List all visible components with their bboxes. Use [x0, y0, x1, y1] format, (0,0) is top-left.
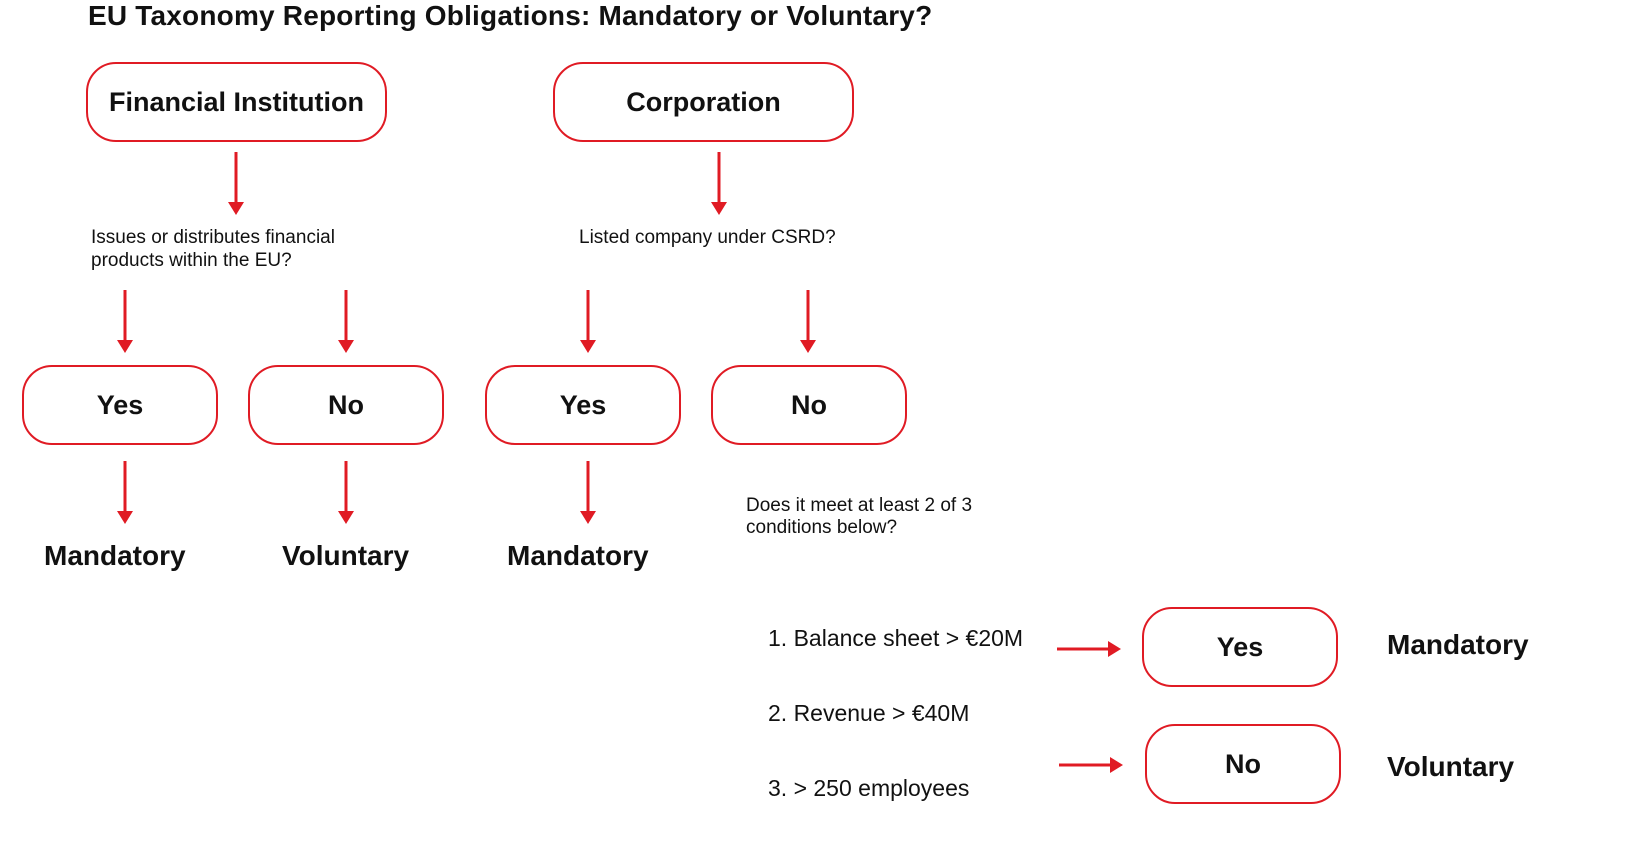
- arrow-conditions-to-yes: [1057, 641, 1121, 657]
- corporation-no-box: No: [711, 365, 907, 445]
- conditions-no-box: No: [1145, 724, 1341, 804]
- arrow-corporation-question-to-no: [800, 290, 816, 353]
- conditions-no-outcome: Voluntary: [1387, 751, 1515, 782]
- conditions-yes-box: Yes: [1142, 607, 1338, 687]
- corporation-box: Corporation: [553, 62, 854, 142]
- financial-question-line-1: Issues or distributes financial: [91, 227, 335, 248]
- financial-question: Issues or distributes financial products…: [91, 226, 335, 272]
- diagram-title: EU Taxonomy Reporting Obligations: Manda…: [88, 0, 933, 31]
- arrow-financial-to-question: [228, 152, 244, 215]
- financial-no-box: No: [248, 365, 444, 445]
- financial-yes-outcome: Mandatory: [44, 540, 186, 571]
- arrow-conditions-to-no: [1059, 757, 1123, 773]
- financial-institution-box: Financial Institution: [86, 62, 387, 142]
- arrow-corporation-to-question: [711, 152, 727, 215]
- condition-employees: 3. > 250 employees: [768, 775, 970, 801]
- conditions-question: Does it meet at least 2 of 3 conditions …: [746, 495, 972, 539]
- arrow-financial-no-to-outcome: [338, 461, 354, 524]
- corporation-yes-outcome: Mandatory: [507, 540, 649, 571]
- corporation-yes-box: Yes: [485, 365, 681, 445]
- arrow-financial-question-to-yes: [117, 290, 133, 353]
- arrow-financial-yes-to-outcome: [117, 461, 133, 524]
- corporation-question: Listed company under CSRD?: [579, 227, 836, 248]
- arrow-financial-question-to-no: [338, 290, 354, 353]
- conditions-question-line-2: conditions below?: [746, 517, 898, 538]
- arrow-corporation-yes-to-outcome: [580, 461, 596, 524]
- condition-revenue: 2. Revenue > €40M: [768, 700, 970, 726]
- financial-yes-box: Yes: [22, 365, 218, 445]
- financial-no-outcome: Voluntary: [282, 540, 410, 571]
- financial-question-line-2: products within the EU?: [91, 250, 292, 271]
- conditions-yes-outcome: Mandatory: [1387, 629, 1529, 660]
- arrow-corporation-question-to-yes: [580, 290, 596, 353]
- condition-balance-sheet: 1. Balance sheet > €20M: [768, 625, 1024, 651]
- conditions-question-line-1: Does it meet at least 2 of 3: [746, 495, 973, 516]
